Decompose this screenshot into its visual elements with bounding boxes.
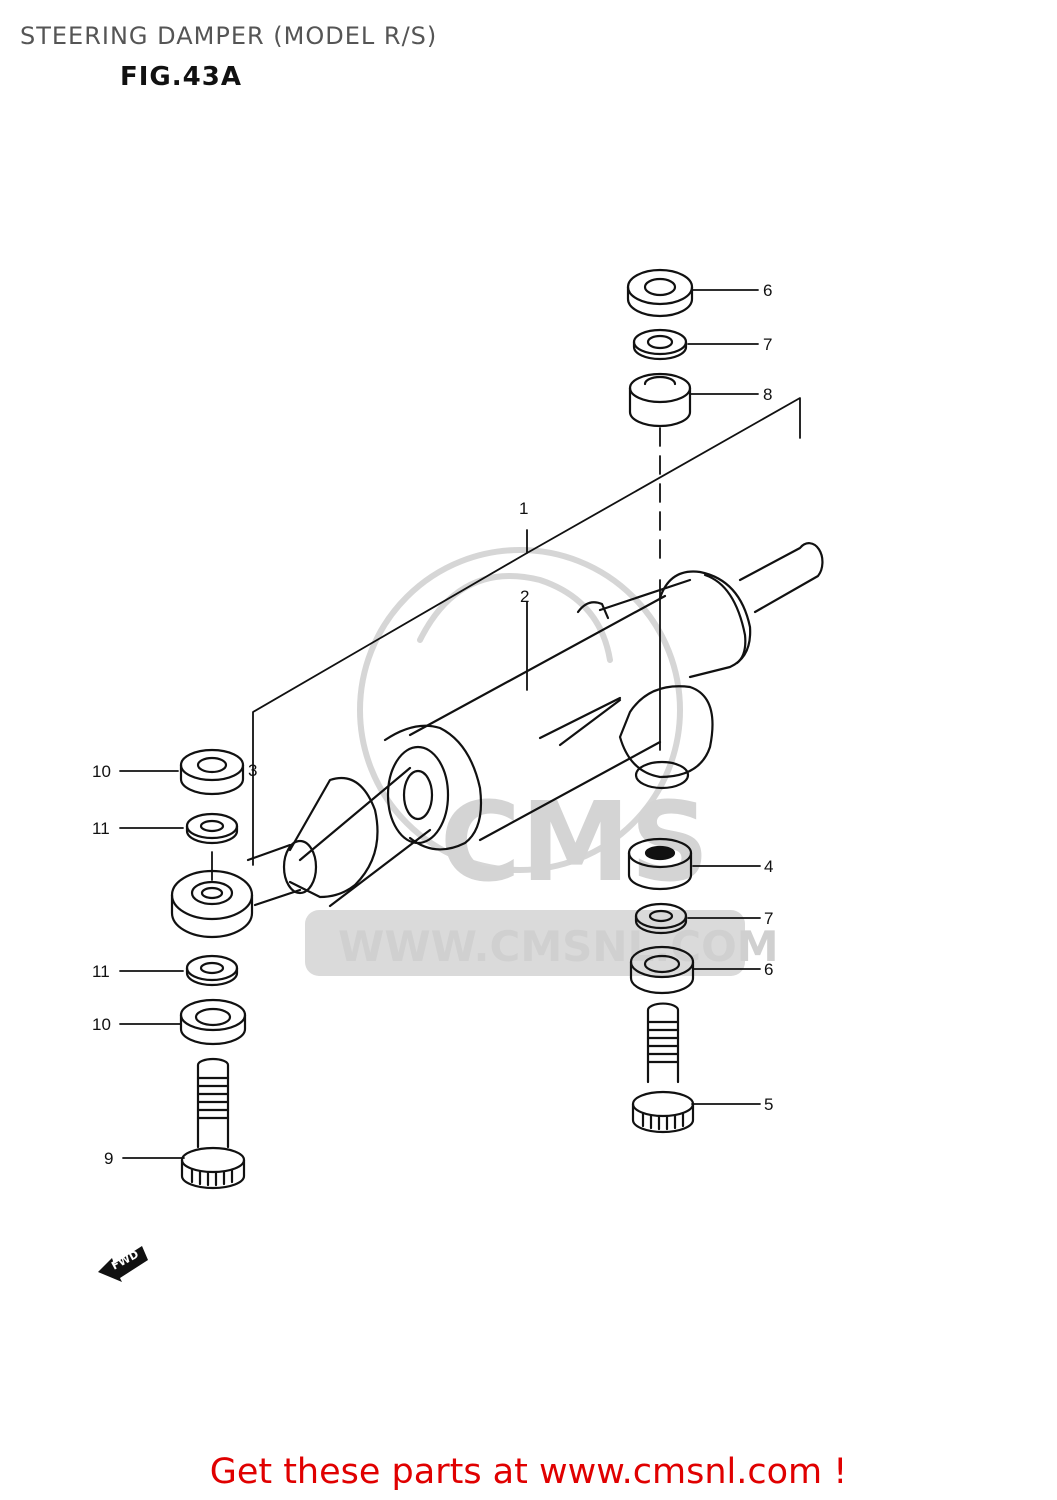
leader-lines	[119, 289, 801, 1159]
watermark-mascot-circle	[357, 547, 683, 873]
part-5-bolt	[631, 1002, 695, 1134]
footer-parts-link[interactable]: Get these parts at www.cmsnl.com !	[209, 1452, 848, 1492]
part-3-rod-end-eye	[170, 869, 254, 939]
part-6-top-washer	[626, 268, 694, 318]
callout-2: 2	[520, 587, 529, 606]
callout-5: 5	[764, 1095, 773, 1114]
part-10-bottom-washer	[179, 998, 247, 1046]
callout-labels: 6 7 8 1 2 3 4 7 6 5 10 11 11 10 9	[92, 281, 773, 1168]
callout-10-bottom: 10	[92, 1015, 111, 1034]
watermark-mascot-head	[417, 573, 613, 663]
part-11-top-washer	[185, 812, 239, 845]
fwd-arrow-icon: FWD	[98, 1246, 148, 1282]
figure-label: FIG.43A	[120, 62, 242, 92]
part-11-bottom-washer	[185, 954, 239, 987]
part-8-spacer	[628, 372, 692, 428]
part-2-damper-body	[246, 542, 824, 908]
part-7-top-washer	[632, 328, 688, 361]
watermark-logo: CMS	[440, 778, 709, 906]
callout-11-bottom: 11	[92, 962, 110, 981]
callout-7-top: 7	[763, 335, 772, 354]
callout-9: 9	[104, 1149, 113, 1168]
part-6-bottom-washer	[629, 945, 695, 995]
part-4-spacer	[627, 837, 693, 891]
part-10-top-washer	[179, 748, 245, 796]
watermark-banner	[305, 910, 745, 976]
callout-1: 1	[519, 499, 528, 518]
callout-3: 3	[248, 761, 257, 780]
callout-6-bottom: 6	[764, 960, 773, 979]
callout-8: 8	[763, 385, 772, 404]
page-title: STEERING DAMPER (MODEL R/S)	[20, 22, 438, 50]
callout-6-top: 6	[763, 281, 772, 300]
watermark-site: WWW.CMSNL.COM	[338, 922, 779, 971]
cms-watermark: CMS WWW.CMSNL.COM	[305, 547, 779, 976]
part-7-bottom-washer	[634, 902, 688, 935]
callout-7-bottom: 7	[764, 909, 773, 928]
callout-10-top: 10	[92, 762, 111, 781]
bracket-1-left	[252, 552, 528, 866]
bracket-1-right	[526, 397, 801, 554]
part-9-bolt	[180, 1057, 246, 1190]
callout-11-top: 11	[92, 819, 110, 838]
callout-4: 4	[764, 857, 773, 876]
